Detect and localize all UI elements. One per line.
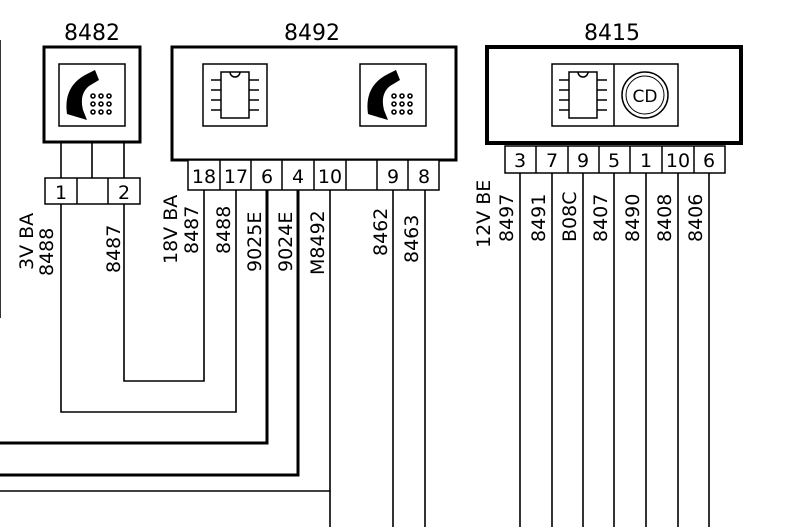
wire-label-9025E: 9025E xyxy=(244,212,266,272)
chip-icon xyxy=(559,71,607,119)
pin-8492-8: 8 xyxy=(418,166,430,188)
pin-8415-5: 5 xyxy=(608,150,620,172)
chip-icon xyxy=(202,63,268,127)
wire-label-8463: 8463 xyxy=(401,215,423,263)
wire-9024E xyxy=(0,190,300,477)
wire-8487 xyxy=(123,190,205,382)
wire-label-8407: 8407 xyxy=(590,194,612,242)
component-8482: 8482 1 2 3V BA 8488 xyxy=(16,21,142,276)
pin-8492-4: 4 xyxy=(292,166,304,188)
wire-label-8406: 8406 xyxy=(685,194,707,242)
pin-8415-9: 9 xyxy=(577,150,589,172)
pin-8492-6: 6 xyxy=(261,166,273,188)
component-code-8482: 8482 xyxy=(64,21,120,46)
wire-label-8488-side: 3V BA xyxy=(16,213,38,270)
component-code-8492: 8492 xyxy=(284,21,340,46)
pin-8415-3: 3 xyxy=(514,150,526,172)
wire-label-8488b: 8488 xyxy=(213,206,235,254)
component-code-8415: 8415 xyxy=(584,21,640,46)
cd-icon: CD xyxy=(621,71,669,119)
pin-8492-18: 18 xyxy=(192,166,216,188)
wire-label-8490: 8490 xyxy=(622,194,644,242)
connector-8482: 1 2 xyxy=(44,177,141,205)
pin-8415-1: 1 xyxy=(640,150,652,172)
wire-label-8462: 8462 xyxy=(370,208,392,256)
pin-8415-6: 6 xyxy=(703,150,715,172)
connector-8492: 18 17 6 4 10 9 8 xyxy=(187,159,440,191)
pin-8492-10: 10 xyxy=(318,166,342,188)
wire-label-9024E: 9024E xyxy=(275,212,297,272)
phone-keypad-icon xyxy=(58,63,126,127)
wire-label-8497-side: 12V BE xyxy=(473,180,495,248)
wire-label-8497: 8497 xyxy=(496,194,518,242)
pin-8482-2: 2 xyxy=(118,182,130,204)
phone-keypad-icon xyxy=(359,63,427,127)
wire-label-8487b: 8487 xyxy=(181,206,203,254)
wire-label-8408: 8408 xyxy=(654,194,676,242)
wire-8488 xyxy=(60,190,237,413)
wire-group xyxy=(0,40,710,527)
wire-9025E xyxy=(0,190,269,445)
pin-8492-17: 17 xyxy=(224,166,248,188)
pin-8492-9: 9 xyxy=(387,166,399,188)
pin-8415-10: 10 xyxy=(666,150,690,172)
connector-8415: 3 7 9 5 1 10 6 xyxy=(504,145,726,174)
wire-label-8491: 8491 xyxy=(528,194,550,242)
pin-8415-7: 7 xyxy=(546,150,558,172)
wire-label-B08C: B08C xyxy=(559,192,581,242)
wire-label-8487: 8487 xyxy=(103,225,125,273)
pin-8482-1: 1 xyxy=(55,182,67,204)
component-8492: 8492 xyxy=(160,21,458,275)
cd-label: CD xyxy=(633,87,658,107)
component-8415: 8415 CD xyxy=(473,21,743,248)
wire-label-M8492: M8492 xyxy=(307,210,329,275)
wire-label-8488: 8488 xyxy=(36,228,58,276)
wire-label-8487-side: 18V BA xyxy=(160,195,182,264)
